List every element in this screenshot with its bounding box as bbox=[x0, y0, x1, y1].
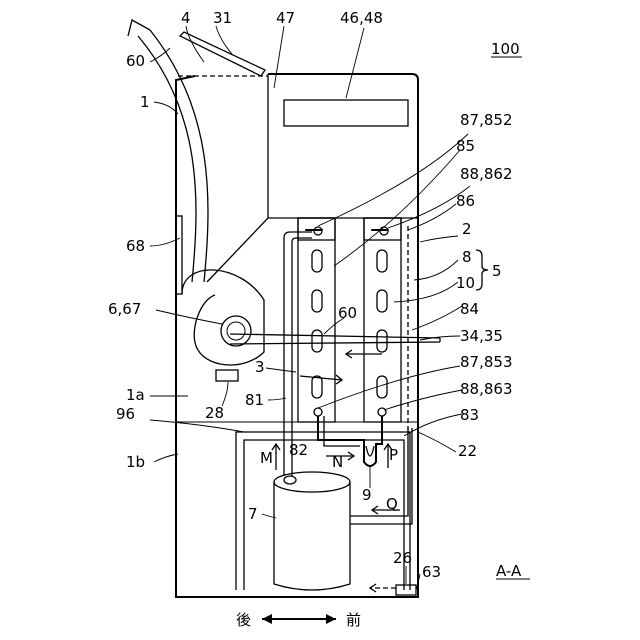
label-6-67: 6,67 bbox=[108, 300, 141, 318]
label-34-35: 34,35 bbox=[460, 327, 503, 345]
label-47: 47 bbox=[276, 9, 295, 27]
slots-left bbox=[312, 250, 322, 398]
label-4: 4 bbox=[181, 9, 191, 27]
label-2: 2 bbox=[462, 220, 472, 238]
pipe-q bbox=[350, 428, 408, 516]
label-3: 3 bbox=[255, 358, 265, 376]
label-87-853: 87,853 bbox=[460, 353, 513, 371]
label-86: 86 bbox=[456, 192, 475, 210]
label-88-863: 88,863 bbox=[460, 380, 513, 398]
filter-86 bbox=[364, 218, 401, 422]
brace-5 bbox=[476, 250, 488, 290]
label-81: 81 bbox=[245, 391, 264, 409]
label-87-852: 87,852 bbox=[460, 111, 513, 129]
label-7: 7 bbox=[248, 505, 258, 523]
hole-87-853 bbox=[314, 408, 322, 416]
label-96: 96 bbox=[116, 405, 135, 423]
filter-85 bbox=[298, 218, 335, 422]
labels: 4 31 47 46,48 60 1 87,852 85 88,862 86 2… bbox=[108, 9, 522, 629]
label-60-mid: 60 bbox=[338, 304, 357, 322]
label-1a: 1a bbox=[126, 386, 145, 404]
label-83: 83 bbox=[460, 406, 479, 424]
flow-arrow-3 bbox=[300, 376, 342, 380]
figure-number: 100 bbox=[491, 40, 520, 58]
label-9: 9 bbox=[362, 486, 372, 504]
label-n: N bbox=[332, 453, 343, 471]
direction-right: 前 bbox=[346, 611, 361, 629]
display-46-48 bbox=[284, 100, 408, 126]
label-46-48: 46,48 bbox=[340, 9, 383, 27]
label-q: Q bbox=[386, 495, 398, 513]
leader-lines bbox=[150, 26, 470, 590]
air-flow-arrow-top bbox=[150, 30, 208, 282]
label-68: 68 bbox=[126, 237, 145, 255]
label-85: 85 bbox=[456, 137, 475, 155]
element-26 bbox=[396, 585, 416, 595]
label-28: 28 bbox=[205, 404, 224, 422]
duct-47 bbox=[207, 74, 268, 282]
label-5: 5 bbox=[492, 262, 502, 280]
label-60-top: 60 bbox=[126, 52, 145, 70]
component-28 bbox=[216, 370, 238, 381]
section-label: A-A bbox=[496, 562, 522, 580]
label-63: 63 bbox=[422, 563, 441, 581]
label-1b: 1b bbox=[126, 453, 145, 471]
direction-arrow bbox=[262, 614, 336, 624]
label-84: 84 bbox=[460, 300, 479, 318]
label-8: 8 bbox=[462, 248, 472, 266]
label-31: 31 bbox=[213, 9, 232, 27]
fan-67 bbox=[221, 316, 251, 346]
lid-31 bbox=[180, 32, 265, 76]
label-1: 1 bbox=[140, 93, 150, 111]
label-m: M bbox=[260, 449, 273, 467]
slots-right bbox=[377, 250, 387, 398]
label-26: 26 bbox=[393, 549, 412, 567]
trap-9 bbox=[366, 446, 374, 456]
tank-7 bbox=[274, 482, 350, 590]
hole-88-863 bbox=[378, 408, 386, 416]
label-p: P bbox=[389, 446, 398, 464]
fan-housing bbox=[182, 270, 264, 365]
arrow-head-top bbox=[128, 20, 150, 36]
label-22: 22 bbox=[458, 442, 477, 460]
label-10: 10 bbox=[456, 274, 475, 292]
arrow-m bbox=[272, 444, 280, 470]
label-88-862: 88,862 bbox=[460, 165, 513, 183]
direction-left: 後 bbox=[236, 611, 251, 629]
label-82: 82 bbox=[289, 441, 308, 459]
